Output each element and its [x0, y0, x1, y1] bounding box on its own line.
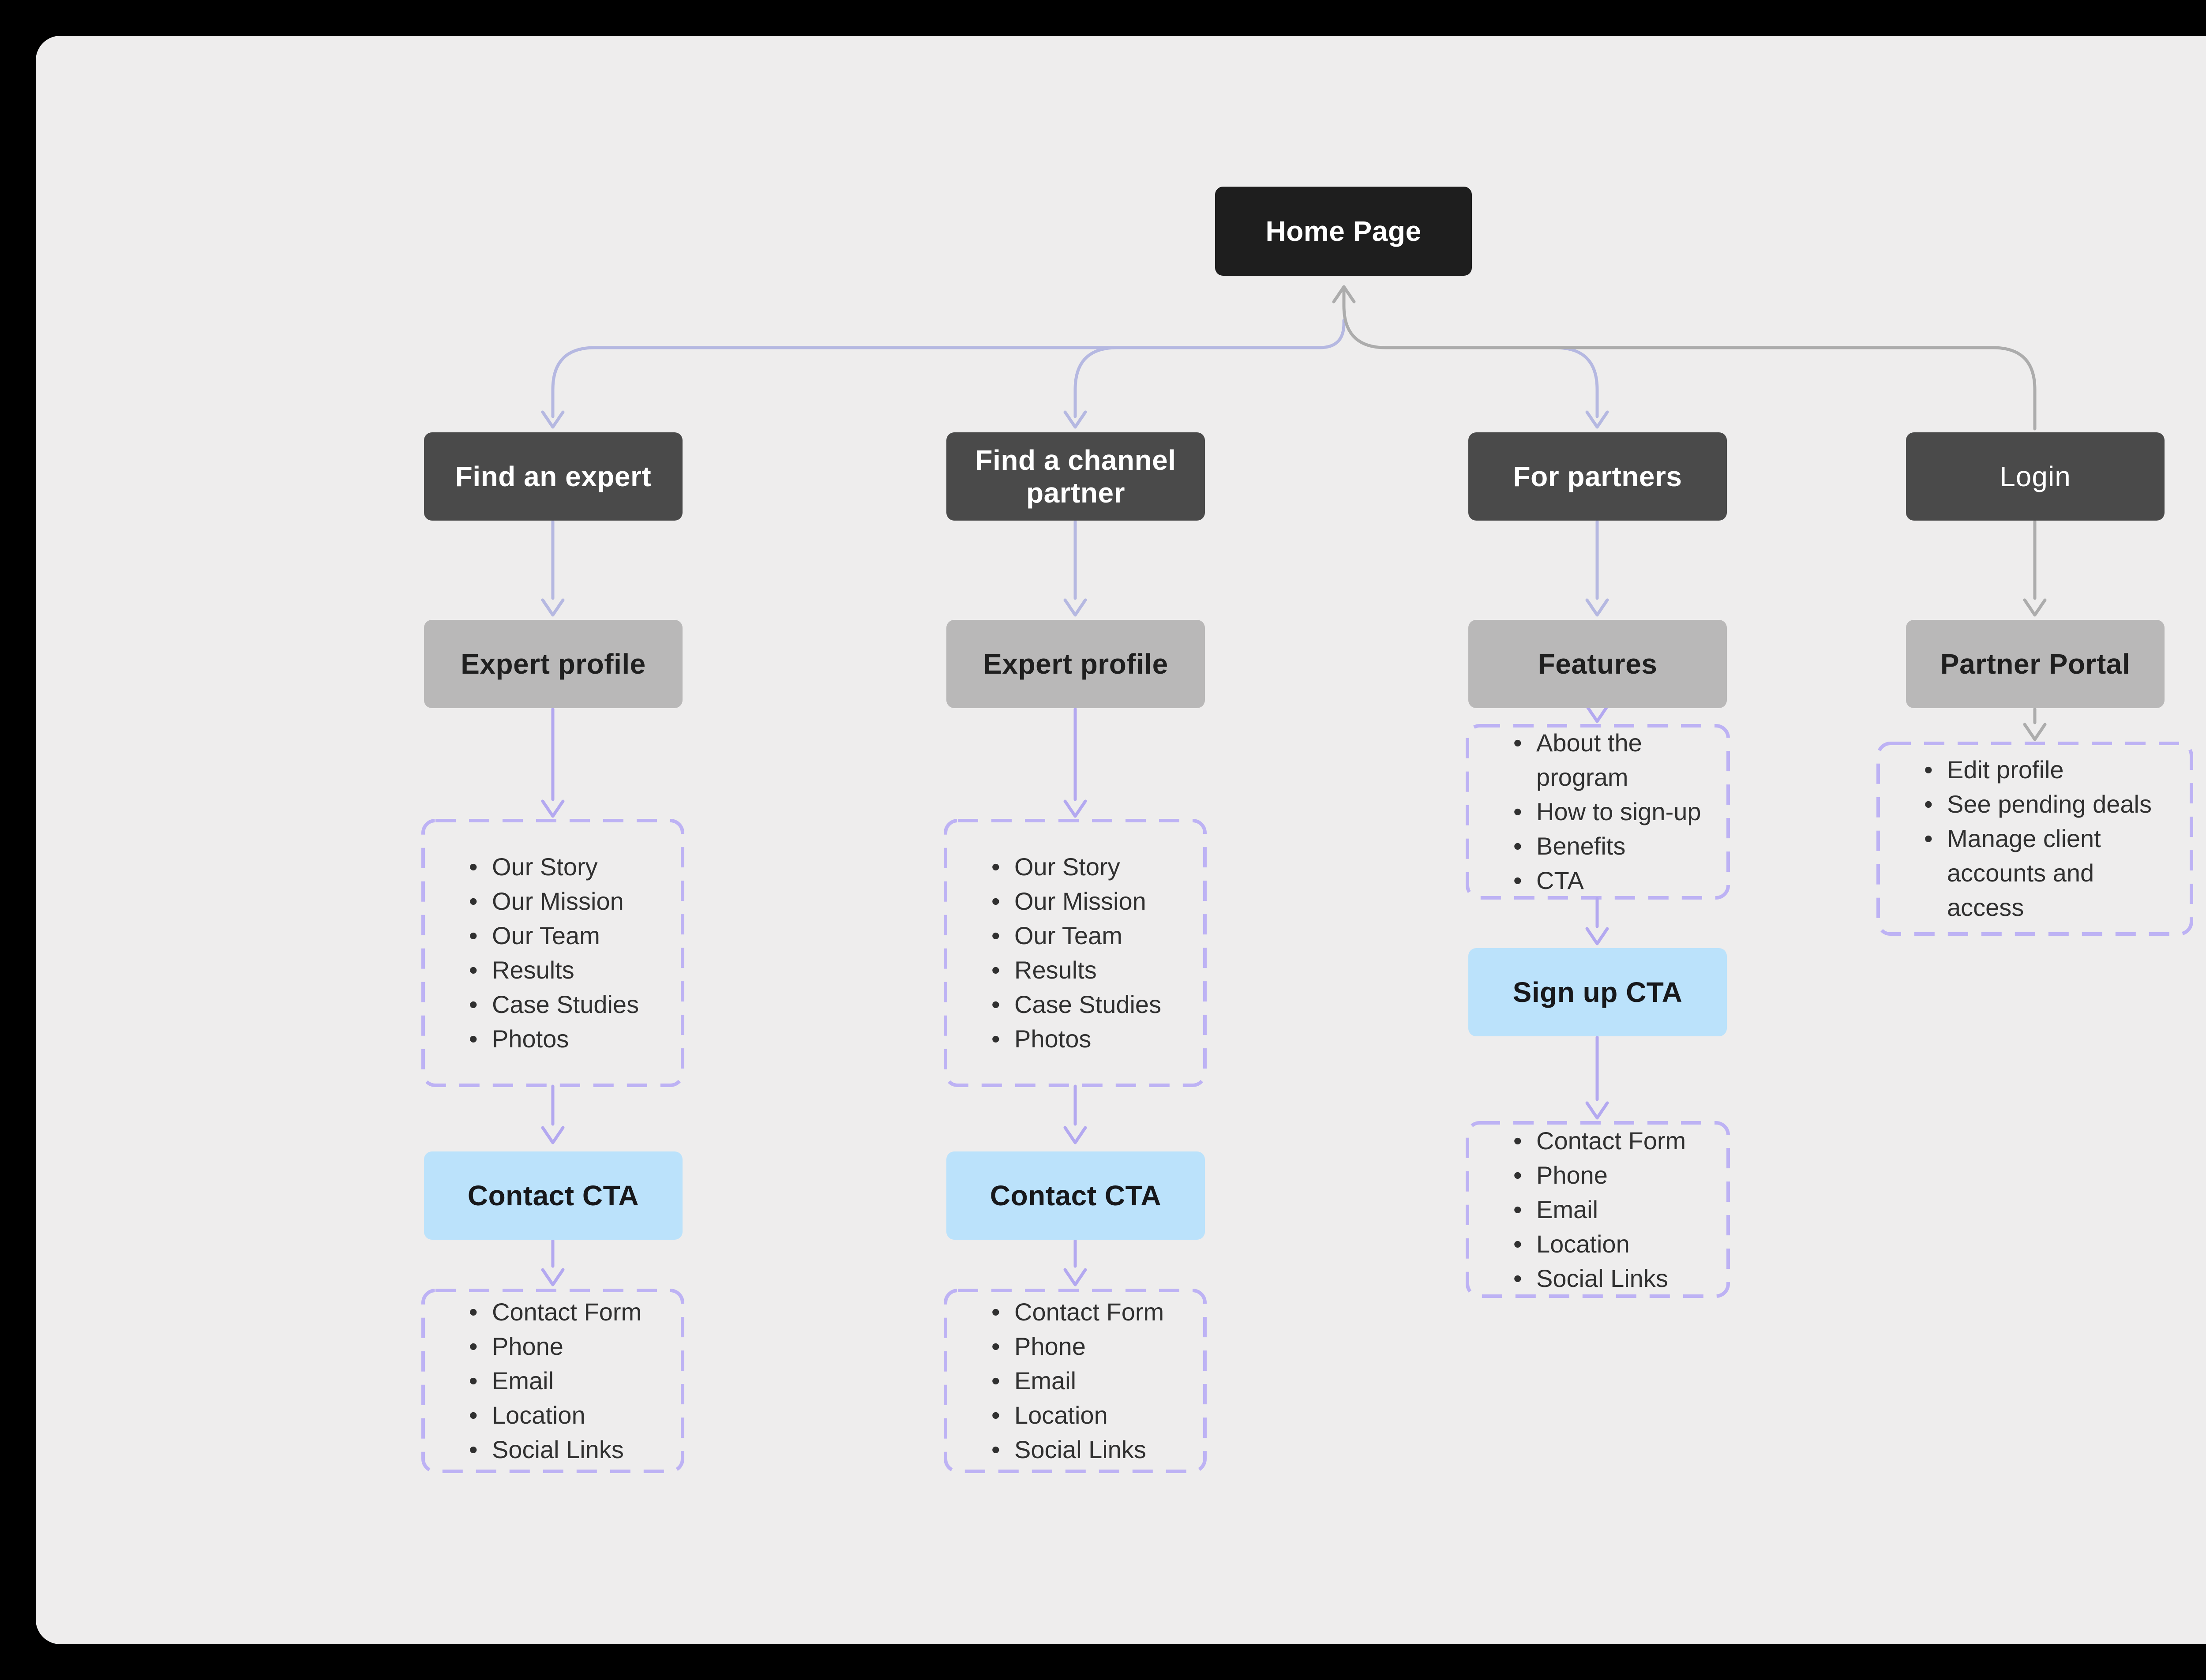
list-item: Manage client accounts and access — [1924, 821, 2174, 925]
list-item: See pending deals — [1924, 787, 2174, 821]
list-item: How to sign-up — [1513, 795, 1711, 829]
list-item: Social Links — [991, 1432, 1187, 1467]
node-expert-profile-col2[interactable]: Expert profile — [946, 620, 1205, 708]
list-item: CTA — [1513, 863, 1711, 898]
list-item: Location — [1513, 1227, 1711, 1261]
list-item: Photos — [991, 1022, 1187, 1056]
list-item: Location — [991, 1398, 1187, 1432]
list-col1-contact: Contact FormPhoneEmailLocationSocial Lin… — [423, 1290, 683, 1471]
list-item: Phone — [1513, 1158, 1711, 1192]
list-item: Photos — [469, 1022, 665, 1056]
list-item: Case Studies — [469, 987, 665, 1022]
list-item: Email — [991, 1364, 1187, 1398]
node-login-label: Login — [2000, 461, 2071, 492]
node-features[interactable]: Features — [1468, 620, 1727, 708]
node-contact-cta-col2[interactable]: Contact CTA — [946, 1151, 1205, 1240]
node-expert-profile-col2-label: Expert profile — [983, 648, 1168, 680]
node-expert-profile-col1-label: Expert profile — [461, 648, 646, 680]
list-item: Email — [1513, 1192, 1711, 1227]
list-item: Case Studies — [991, 987, 1187, 1022]
list-item: Our Mission — [469, 884, 665, 919]
list-col4-portal-items: Edit profileSee pending dealsManage clie… — [1878, 753, 2191, 925]
node-home-page-label: Home Page — [1265, 215, 1422, 247]
node-partner-portal-label: Partner Portal — [1940, 648, 2131, 680]
list-item: Email — [469, 1364, 665, 1398]
list-item: Our Team — [469, 919, 665, 953]
list-item: Our Mission — [991, 884, 1187, 919]
node-sign-up-cta[interactable]: Sign up CTA — [1468, 948, 1727, 1036]
node-for-partners[interactable]: For partners — [1468, 432, 1727, 521]
list-item: Our Team — [991, 919, 1187, 953]
node-find-an-expert[interactable]: Find an expert — [424, 432, 683, 521]
list-col4-portal: Edit profileSee pending dealsManage clie… — [1878, 743, 2191, 934]
list-col1-contact-items: Contact FormPhoneEmailLocationSocial Lin… — [423, 1295, 683, 1467]
list-item: About the program — [1513, 726, 1711, 795]
list-col2-sections: Our StoryOur MissionOur TeamResultsCase … — [945, 821, 1205, 1085]
list-item: Contact Form — [469, 1295, 665, 1329]
list-col1-sections: Our StoryOur MissionOur TeamResultsCase … — [423, 821, 683, 1085]
list-item: Our Story — [991, 850, 1187, 884]
list-item: Results — [991, 953, 1187, 987]
list-item: Social Links — [1513, 1261, 1711, 1296]
list-item: Location — [469, 1398, 665, 1432]
list-col3-features-items: About the programHow to sign-upBenefitsC… — [1467, 726, 1728, 898]
node-home-page[interactable]: Home Page — [1215, 187, 1472, 276]
list-item: Phone — [991, 1329, 1187, 1364]
node-find-an-expert-label: Find an expert — [455, 461, 652, 492]
node-expert-profile-col1[interactable]: Expert profile — [424, 620, 683, 708]
node-contact-cta-col2-label: Contact CTA — [990, 1180, 1162, 1211]
node-contact-cta-col1[interactable]: Contact CTA — [424, 1151, 683, 1240]
node-sign-up-cta-label: Sign up CTA — [1512, 976, 1683, 1008]
node-login[interactable]: Login — [1906, 432, 2165, 521]
list-col2-sections-items: Our StoryOur MissionOur TeamResultsCase … — [945, 850, 1205, 1056]
list-item: Contact Form — [991, 1295, 1187, 1329]
node-partner-portal[interactable]: Partner Portal — [1906, 620, 2165, 708]
node-contact-cta-col1-label: Contact CTA — [467, 1180, 639, 1211]
list-item: Social Links — [469, 1432, 665, 1467]
list-col3-features: About the programHow to sign-upBenefitsC… — [1467, 726, 1728, 898]
node-find-a-channel-partner-label: Find a channel partner — [975, 444, 1176, 509]
list-item: Edit profile — [1924, 753, 2174, 787]
list-col2-contact: Contact FormPhoneEmailLocationSocial Lin… — [945, 1290, 1205, 1471]
node-find-a-channel-partner[interactable]: Find a channel partner — [946, 432, 1205, 521]
list-col3-contact: Contact FormPhoneEmailLocationSocial Lin… — [1467, 1123, 1728, 1296]
list-col2-contact-items: Contact FormPhoneEmailLocationSocial Lin… — [945, 1295, 1205, 1467]
list-item: Benefits — [1513, 829, 1711, 863]
list-col1-sections-items: Our StoryOur MissionOur TeamResultsCase … — [423, 850, 683, 1056]
list-item: Our Story — [469, 850, 665, 884]
list-item: Phone — [469, 1329, 665, 1364]
list-item: Results — [469, 953, 665, 987]
node-features-label: Features — [1538, 648, 1658, 680]
list-col3-contact-items: Contact FormPhoneEmailLocationSocial Lin… — [1467, 1124, 1728, 1296]
list-item: Contact Form — [1513, 1124, 1711, 1158]
node-for-partners-label: For partners — [1513, 461, 1682, 492]
